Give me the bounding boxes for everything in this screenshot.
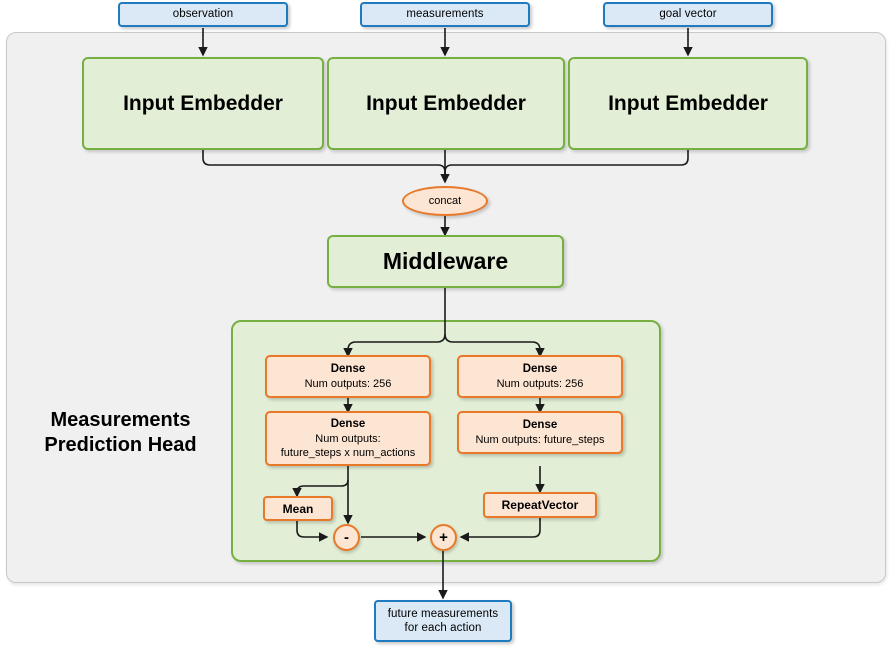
right-dense-1-title: Dense xyxy=(522,362,558,375)
input-embedder-2-label: Input Embedder xyxy=(366,91,526,115)
left-dense-2-title: Dense xyxy=(330,417,366,430)
repeat-vector-label: RepeatVector xyxy=(501,498,579,512)
right-dense-2-title: Dense xyxy=(522,418,558,431)
concat-node-label: concat xyxy=(428,195,462,207)
right-dense-1[interactable]: Dense Num outputs: 256 xyxy=(457,355,623,398)
mean-box[interactable]: Mean xyxy=(263,496,333,521)
input-box-goal-vector-label: goal vector xyxy=(659,8,717,21)
input-embedder-3[interactable]: Input Embedder xyxy=(568,57,808,150)
subtract-operator[interactable]: - xyxy=(333,524,360,551)
left-dense-1[interactable]: Dense Num outputs: 256 xyxy=(265,355,431,398)
subtract-operator-label: - xyxy=(344,529,349,546)
middleware-box[interactable]: Middleware xyxy=(327,235,564,288)
left-dense-2[interactable]: Dense Num outputs: future_steps x num_ac… xyxy=(265,411,431,466)
add-operator-label: + xyxy=(439,529,448,546)
input-embedder-1[interactable]: Input Embedder xyxy=(82,57,324,150)
output-box-line2: for each action xyxy=(404,622,482,634)
input-box-measurements[interactable]: measurements xyxy=(360,2,530,27)
input-box-observation[interactable]: observation xyxy=(118,2,288,27)
concat-node[interactable]: concat xyxy=(402,186,488,216)
left-dense-1-title: Dense xyxy=(330,362,366,375)
left-dense-1-line1: Num outputs: 256 xyxy=(304,377,392,390)
head-label-line2: Prediction Head xyxy=(44,434,197,456)
output-box-line1: future measurements xyxy=(387,607,499,620)
measurements-prediction-head-label: Measurements Prediction Head xyxy=(18,408,223,458)
output-box-future-measurements[interactable]: future measurements for each action xyxy=(374,600,512,642)
right-dense-2[interactable]: Dense Num outputs: future_steps xyxy=(457,411,623,454)
right-dense-2-line1: Num outputs: future_steps xyxy=(475,433,605,446)
left-dense-2-line1: Num outputs: xyxy=(315,432,381,445)
left-dense-2-line2: future_steps x num_actions xyxy=(280,446,416,459)
input-embedder-1-label: Input Embedder xyxy=(123,91,283,115)
input-box-measurements-label: measurements xyxy=(406,8,484,21)
input-box-observation-label: observation xyxy=(172,8,234,21)
repeat-vector-box[interactable]: RepeatVector xyxy=(483,492,597,518)
input-embedder-3-label: Input Embedder xyxy=(608,91,768,115)
mean-box-label: Mean xyxy=(282,501,314,516)
right-dense-1-line1: Num outputs: 256 xyxy=(496,377,584,390)
input-embedder-2[interactable]: Input Embedder xyxy=(327,57,565,150)
middleware-label: Middleware xyxy=(382,248,509,274)
add-operator[interactable]: + xyxy=(430,524,457,551)
input-box-goal-vector[interactable]: goal vector xyxy=(603,2,773,27)
head-label-line1: Measurements xyxy=(50,409,191,431)
